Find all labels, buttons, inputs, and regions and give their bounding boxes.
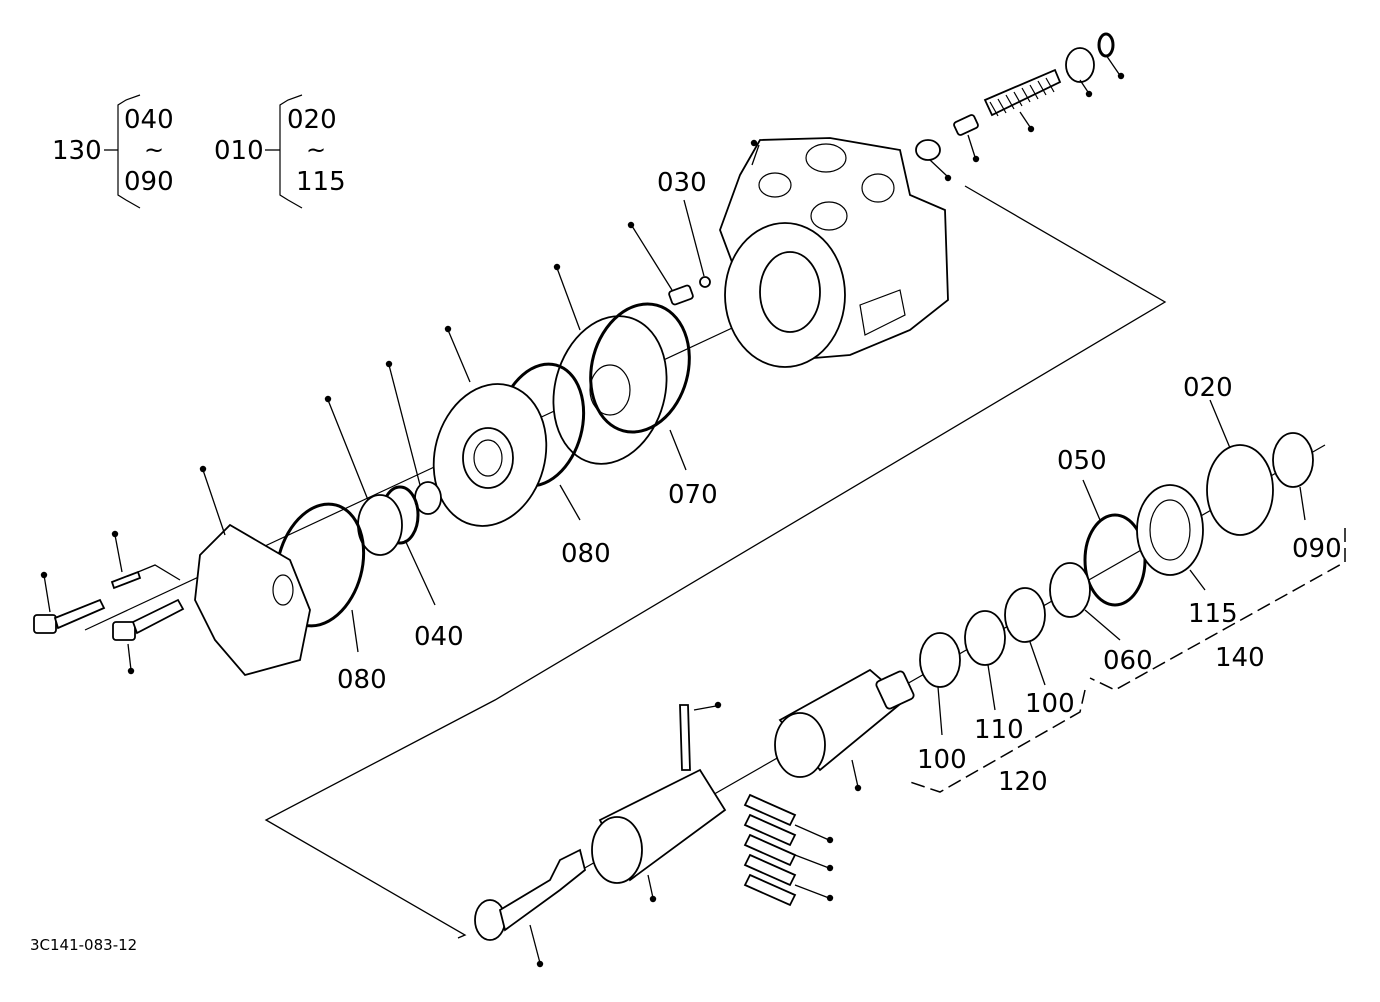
washer-100-upper: [1004, 587, 1046, 643]
o-ring-070: [589, 302, 691, 434]
label-080-upper[interactable]: 080: [561, 539, 611, 569]
port-plate: [552, 315, 668, 465]
label-070[interactable]: 070: [668, 480, 718, 510]
seal-060: [1049, 562, 1091, 618]
pin-1: [110, 570, 142, 590]
bearing-110: [964, 610, 1006, 666]
gear-set: [432, 383, 548, 527]
ref-dots: [40, 72, 1125, 968]
label-080-lower[interactable]: 080: [337, 665, 387, 695]
valve-seat: [915, 139, 941, 161]
spring-1: [983, 68, 1062, 117]
drawing-ref-number: 3C141-083-12: [30, 936, 137, 954]
legend-010-to: 115: [296, 167, 346, 197]
outer-spool: [774, 668, 915, 778]
label-100-lower[interactable]: 100: [917, 745, 967, 775]
group-140-bracket: [1089, 528, 1346, 691]
centering-springs: [743, 793, 797, 907]
label-100-upper[interactable]: 100: [1025, 689, 1075, 719]
label-030[interactable]: 030: [657, 168, 707, 198]
spring-cap: [1065, 47, 1095, 83]
o-ring-050: [1083, 513, 1147, 607]
small-o-ring-top: [1097, 32, 1115, 58]
label-020[interactable]: 020: [1183, 373, 1233, 403]
inner-spool: [591, 768, 727, 884]
bolt-2: [112, 598, 185, 641]
section-outline: [264, 185, 1167, 939]
label-115[interactable]: 115: [1188, 599, 1238, 629]
label-090[interactable]: 090: [1292, 534, 1342, 564]
ring-020: [1206, 444, 1274, 536]
cross-pin: [679, 704, 691, 771]
legend-010-from: 020: [287, 105, 337, 135]
valve-poppet: [953, 114, 979, 136]
legend-130-to: 090: [124, 167, 174, 197]
ball-030: [699, 276, 711, 288]
part-labels: 030 070 080 040 080 050 020 090 115 140 …: [337, 168, 1342, 797]
legend-130-from: 040: [124, 105, 174, 135]
sleeve-115: [1136, 484, 1204, 576]
label-120[interactable]: 120: [998, 767, 1048, 797]
bolt-1: [33, 598, 106, 634]
legend-010: 010 020 ~ 115: [214, 94, 346, 209]
drive-shaft: [474, 848, 587, 941]
label-140[interactable]: 140: [1215, 643, 1265, 673]
label-060[interactable]: 060: [1103, 646, 1153, 676]
group-120-bracket: [909, 689, 1086, 793]
label-110[interactable]: 110: [974, 715, 1024, 745]
washer-100-lower: [919, 632, 961, 688]
legend-130-tilde: ~: [144, 136, 164, 164]
leader-lines: [43, 54, 1306, 964]
legend-130: 130 040 ~ 090: [52, 94, 174, 209]
end-cap: [194, 523, 311, 677]
label-040[interactable]: 040: [414, 622, 464, 652]
legend-130-id[interactable]: 130: [52, 136, 102, 166]
plug-030: [668, 284, 694, 306]
label-050[interactable]: 050: [1057, 446, 1107, 476]
valve-housing: [719, 137, 949, 368]
legend-010-id[interactable]: 010: [214, 136, 264, 166]
seal-090: [1272, 432, 1314, 488]
legend-010-tilde: ~: [306, 136, 326, 164]
